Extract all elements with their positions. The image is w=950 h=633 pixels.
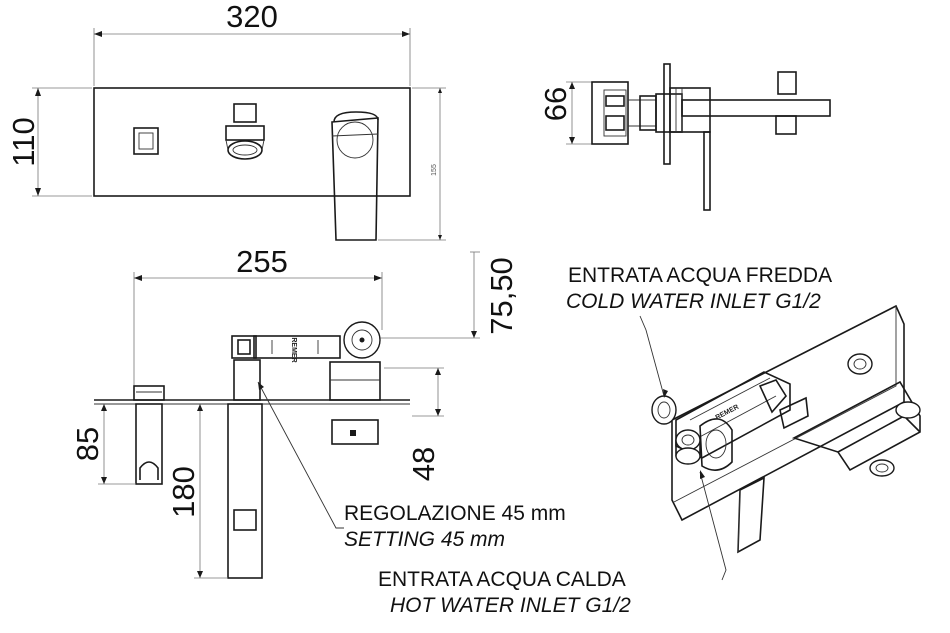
cold-inlet-leader	[639, 315, 665, 397]
iso-spout	[791, 380, 921, 472]
dim-front-width: 320	[226, 0, 278, 34]
cold-inlet-label-it: ENTRATA ACQUA FREDDA	[568, 264, 832, 287]
diverter-knob	[133, 127, 159, 155]
iso-diverter	[847, 353, 873, 375]
setting-label-it: REGOLAZIONE 45 mm	[344, 502, 566, 525]
valve-body	[591, 81, 629, 145]
iso-lever	[737, 476, 765, 554]
lever-side	[703, 131, 711, 211]
setting-label-en: SETTING 45 mm	[344, 528, 505, 551]
iso-plate	[671, 304, 905, 522]
dim-spout-length: 180	[166, 466, 201, 518]
isometric-view: REMER	[639, 304, 921, 581]
dim-side-depth: 66	[538, 87, 573, 121]
spout-top	[227, 403, 263, 579]
hot-inlet-label-it: ENTRATA ACQUA CALDA	[378, 568, 626, 591]
side-view: 66	[538, 63, 831, 211]
dim-top-height-upper: 75,50	[484, 257, 519, 335]
wall-plate	[93, 87, 411, 197]
dim-top-height-lower: 48	[406, 447, 441, 481]
dim-top-width: 255	[236, 244, 288, 279]
dim-front-height: 110	[6, 117, 41, 166]
brand-marking: REMER	[290, 337, 297, 362]
selector-knob	[233, 103, 257, 123]
hot-inlet-label-en: HOT WATER INLET G1/2	[390, 594, 631, 617]
front-view: 320 110 155	[6, 0, 446, 241]
mixer-lever	[331, 117, 379, 241]
dim-spout-left: 85	[70, 427, 105, 461]
diverter-top	[133, 385, 165, 401]
valve-body-top	[231, 335, 257, 359]
setting-leader	[257, 381, 344, 529]
cold-inlet-label-en: COLD WATER INLET G1/2	[566, 290, 821, 313]
iso-cold-inlet	[651, 395, 677, 425]
spout-side	[681, 99, 831, 117]
top-view: 255 75,50 48 85 180	[70, 244, 519, 579]
iso-hot-inlet	[675, 429, 701, 451]
plate-edge	[663, 63, 671, 165]
dim-front-note: 155	[431, 164, 438, 176]
hot-inlet-leader	[699, 471, 727, 581]
